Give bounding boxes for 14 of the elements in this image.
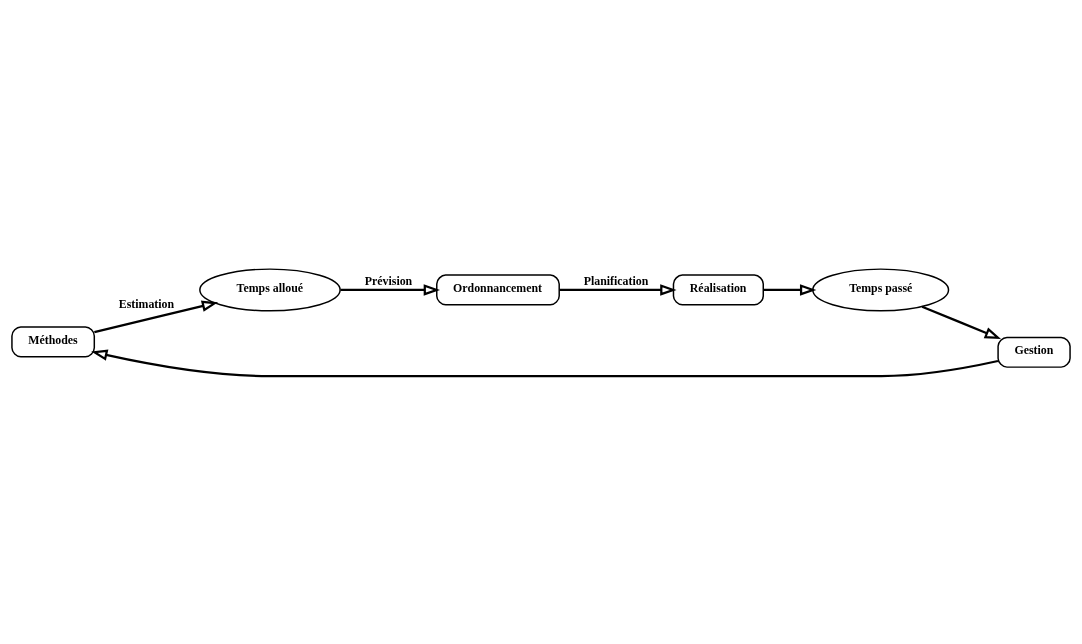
node-box: Réalisation xyxy=(672,273,764,306)
arrow xyxy=(763,283,817,296)
node-box: Gestion xyxy=(997,336,1071,368)
node-ellipse: Temps passé xyxy=(812,267,950,311)
node-box: Ordonnancement xyxy=(436,273,560,306)
arrow xyxy=(94,300,219,333)
edge-label: Prévision xyxy=(364,273,413,288)
edge-label: Planification xyxy=(583,273,649,288)
edge-label: Estimation xyxy=(118,296,175,311)
arrow xyxy=(921,305,1002,339)
arrow xyxy=(340,283,441,296)
arrow xyxy=(91,349,999,377)
arrow xyxy=(559,283,677,296)
node-box: Méthodes xyxy=(11,325,96,357)
